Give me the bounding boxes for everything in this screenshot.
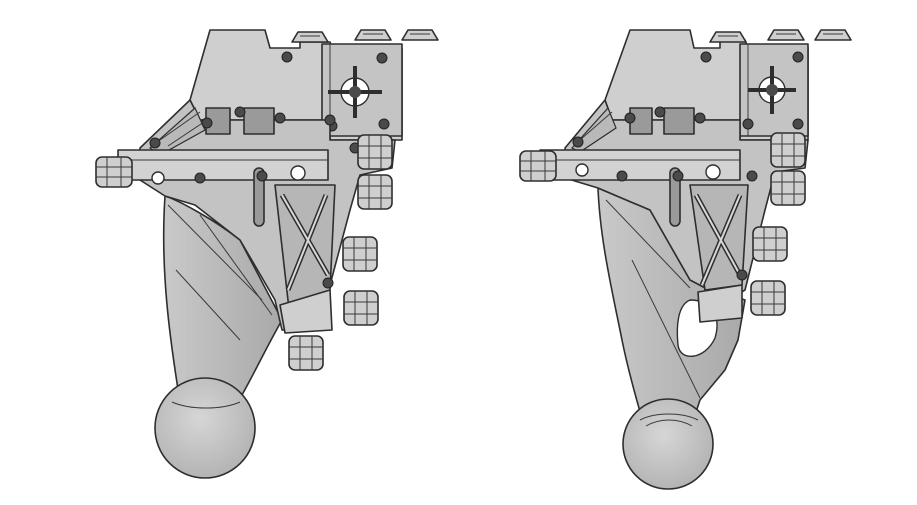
left-swing-arm — [162, 195, 283, 403]
left-knob-1 — [95, 156, 133, 188]
right-ball-end — [622, 398, 714, 490]
right-knob-1 — [519, 150, 557, 182]
right-bracket — [519, 29, 852, 490]
left-bracket — [95, 29, 439, 479]
right-swing-arm — [597, 187, 746, 431]
left-ball-end — [154, 377, 256, 479]
